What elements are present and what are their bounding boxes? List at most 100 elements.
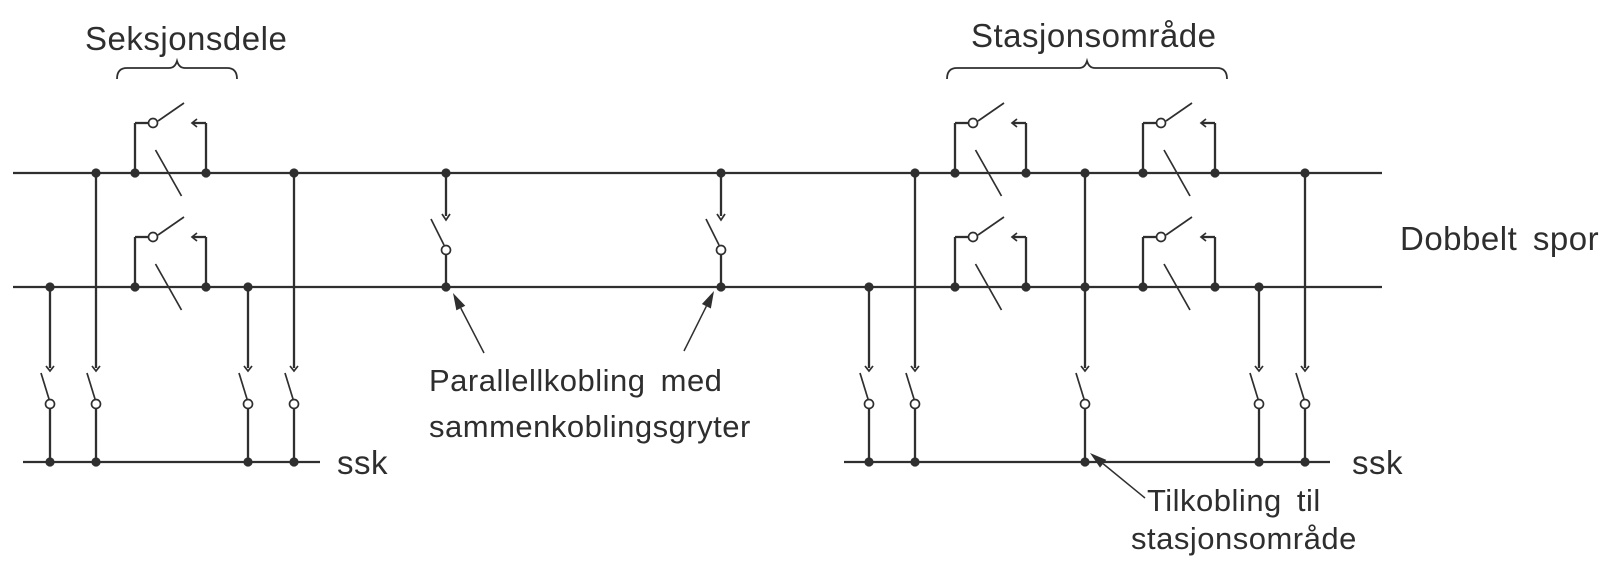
bypass-switch-blade [977, 102, 1005, 122]
bypass-contact-arrow-icon [1199, 232, 1207, 242]
junction-dot [1138, 282, 1148, 292]
feeder-switch-hinge [242, 398, 254, 410]
annotation-arrow-head-icon [701, 291, 714, 309]
junction-dot [1254, 282, 1264, 292]
bypass-switch-blade [1165, 102, 1193, 122]
tie-switch-blade [705, 218, 720, 246]
feeder-switch-contact-arrow-icon [45, 365, 55, 373]
junction-dot [1300, 168, 1310, 178]
junction-dot [1080, 457, 1090, 467]
feeder-switch-hinge [1299, 398, 1311, 410]
label-parallellkobling-line2: sammenkoblingsgryter [429, 409, 751, 444]
label-tilkobling-line2: stasjonsområde [1131, 521, 1357, 556]
feeder-switch-contact-arrow-icon [91, 365, 101, 373]
junction-dot [864, 457, 874, 467]
feeder-switch-blade [1249, 372, 1259, 400]
junction-dot [1210, 168, 1220, 178]
feeder-switch-contact-arrow-icon [289, 365, 299, 373]
bypass-switch-blade [1165, 216, 1193, 236]
section-gap-slash [974, 263, 1003, 311]
feeder-switch-hinge [863, 398, 875, 410]
bypass-switch-hinge [1155, 231, 1167, 243]
annotation-arrow-shaft [1102, 463, 1146, 499]
feeder-switch-contact-arrow-icon [1300, 365, 1310, 373]
junction-dot [1021, 168, 1031, 178]
label-ssk-left: ssk [337, 444, 388, 481]
junction-dot [45, 457, 55, 467]
bypass-switch-blade [157, 216, 185, 236]
junction-dot [910, 457, 920, 467]
junction-dot [289, 457, 299, 467]
label-dobbelt-spor: Dobbelt spor [1400, 220, 1600, 257]
junction-dot [864, 282, 874, 292]
feeder-switch-blade [40, 372, 50, 400]
brace-icon [946, 57, 1228, 80]
bypass-switch-hinge [967, 231, 979, 243]
junction-dot [289, 168, 299, 178]
junction-dot [130, 282, 140, 292]
label-parallellkobling-line1: Parallellkobling med [429, 363, 723, 398]
label-tilkobling-line1: Tilkobling til [1147, 483, 1321, 518]
junction-dot [441, 168, 451, 178]
annotation-arrow-shaft [460, 307, 485, 354]
feeder-switch-hinge [909, 398, 921, 410]
feeder-switch-blade [86, 372, 96, 400]
bypass-contact-arrow-icon [190, 118, 198, 128]
junction-dot [1021, 282, 1031, 292]
tie-switch-contact-arrow-icon [716, 213, 726, 222]
section-gap-slash [1163, 149, 1191, 197]
label-stasjonsomrade: Stasjonsområde [971, 17, 1217, 54]
junction-dot [130, 168, 140, 178]
junction-dot [441, 282, 451, 292]
junction-dot [243, 282, 253, 292]
feeder-switch-hinge [1253, 398, 1265, 410]
bypass-switch-blade [157, 102, 185, 122]
annotation-arrow-head-icon [453, 293, 466, 311]
feeder-switch-hinge [1079, 398, 1091, 410]
feeder-switch-blade [238, 372, 248, 400]
section-gap-slash [154, 263, 183, 311]
bypass-contact-arrow-icon [190, 232, 198, 242]
feeder-switch-blade [1295, 372, 1305, 400]
junction-dot [910, 168, 920, 178]
junction-dot [243, 457, 253, 467]
bypass-switch-hinge [1155, 117, 1167, 129]
feeder-switch-contact-arrow-icon [1254, 365, 1264, 373]
bypass-contact-arrow-icon [1199, 118, 1207, 128]
feeder-switch-blade [284, 372, 294, 400]
annotation-arrow-shaft [683, 305, 708, 352]
label-seksjonsdele: Seksjonsdele [85, 20, 288, 57]
junction-dot [1138, 168, 1148, 178]
section-gap-slash [974, 149, 1003, 197]
feeder-switch-hinge [288, 398, 300, 410]
tie-switch-blade [430, 218, 445, 246]
bypass-contact-arrow-icon [1010, 118, 1018, 128]
feeder-switch-hinge [90, 398, 102, 410]
tie-switch-hinge [440, 244, 452, 256]
section-gap-slash [154, 149, 183, 197]
junction-dot [950, 282, 960, 292]
tie-switch-contact-arrow-icon [441, 213, 451, 222]
bypass-switch-hinge [147, 117, 159, 129]
feeder-switch-blade [1075, 372, 1085, 400]
junction-dot [201, 282, 211, 292]
annotation-arrow-head-icon [1090, 453, 1107, 468]
feeder-switch-contact-arrow-icon [910, 365, 920, 373]
junction-dot [1254, 457, 1264, 467]
junction-dot [1300, 457, 1310, 467]
junction-dot [1080, 168, 1090, 178]
brace-icon [116, 57, 238, 80]
feeder-switch-hinge [44, 398, 56, 410]
junction-dot [716, 168, 726, 178]
feeder-switch-blade [905, 372, 915, 400]
feeder-switch-contact-arrow-icon [864, 365, 874, 373]
section-gap-slash [1163, 263, 1191, 311]
bypass-switch-blade [977, 216, 1005, 236]
junction-dot [1080, 282, 1090, 292]
label-tilkobling: Tilkobling til stasjonsområde [1131, 482, 1357, 558]
junction-dot [45, 282, 55, 292]
junction-dot [716, 282, 726, 292]
bypass-switch-hinge [967, 117, 979, 129]
